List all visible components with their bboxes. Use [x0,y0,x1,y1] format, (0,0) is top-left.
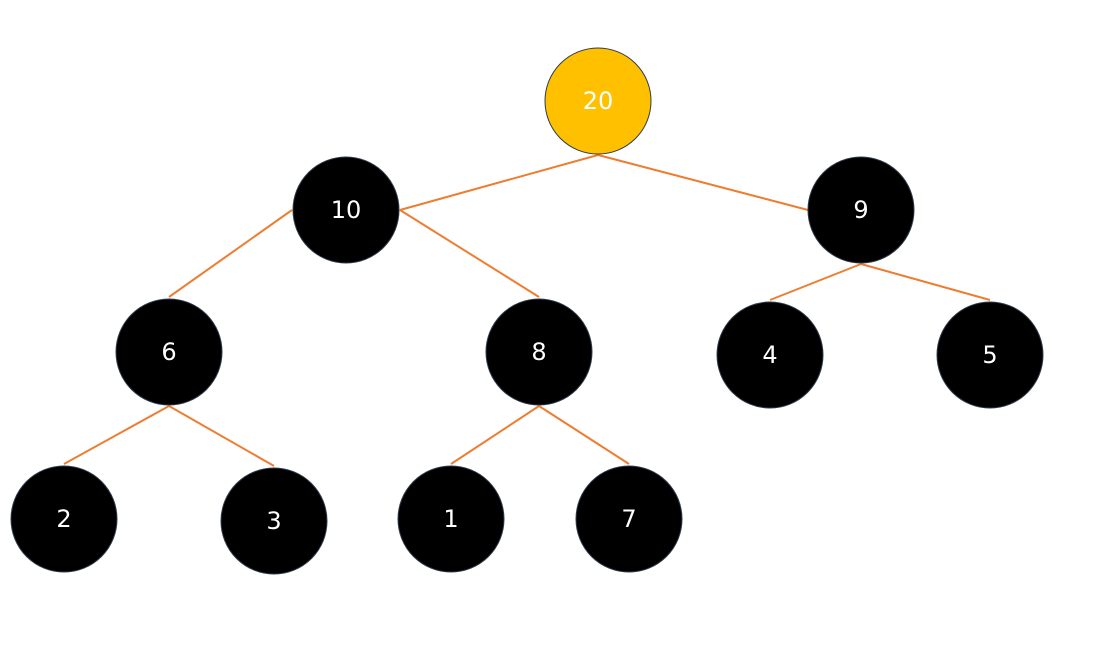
tree-node-3: 3 [220,467,328,575]
tree-node-1: 1 [397,465,505,573]
node-circle-1 [397,465,505,573]
edge-n8-n7 [538,405,630,465]
node-circle-20 [544,47,652,155]
edge-n10-n8 [399,209,540,298]
node-label-3: 3 [266,507,281,535]
tree-node-4: 4 [716,301,824,409]
node-label-9: 9 [853,196,868,224]
tree-node-7: 7 [575,465,683,573]
edge-n20-n10 [399,154,599,211]
nodes-layer: 20 10 9 6 8 4 5 2 3 1 7 [10,47,1044,575]
node-circle-6 [115,298,223,406]
node-circle-10 [292,156,400,264]
tree-node-2: 2 [10,465,118,573]
tree-node-10: 10 [292,156,400,264]
node-label-8: 8 [531,338,546,366]
edge-n9-n4 [769,263,862,301]
node-label-20: 20 [583,87,614,115]
node-label-6: 6 [161,338,176,366]
tree-node-5: 5 [936,301,1044,409]
node-label-7: 7 [621,505,636,533]
node-label-1: 1 [443,505,458,533]
edge-n6-n2 [63,405,170,465]
tree-node-9: 9 [807,156,915,264]
edge-n20-n9 [597,154,809,211]
node-circle-8 [485,298,593,406]
node-circle-9 [807,156,915,264]
edge-n6-n3 [168,405,275,467]
tree-node-6: 6 [115,298,223,406]
node-circle-2 [10,465,118,573]
node-circle-5 [936,301,1044,409]
node-circle-3 [220,467,328,575]
node-label-5: 5 [982,341,997,369]
node-label-10: 10 [331,196,362,224]
tree-node-20: 20 [544,47,652,155]
node-circle-7 [575,465,683,573]
node-label-4: 4 [762,341,777,369]
node-circle-4 [716,301,824,409]
edge-n9-n5 [860,263,991,301]
node-label-2: 2 [56,505,71,533]
tree-node-8: 8 [485,298,593,406]
edge-n8-n1 [450,405,540,465]
edges-layer [63,154,991,467]
edge-n10-n6 [168,209,293,298]
